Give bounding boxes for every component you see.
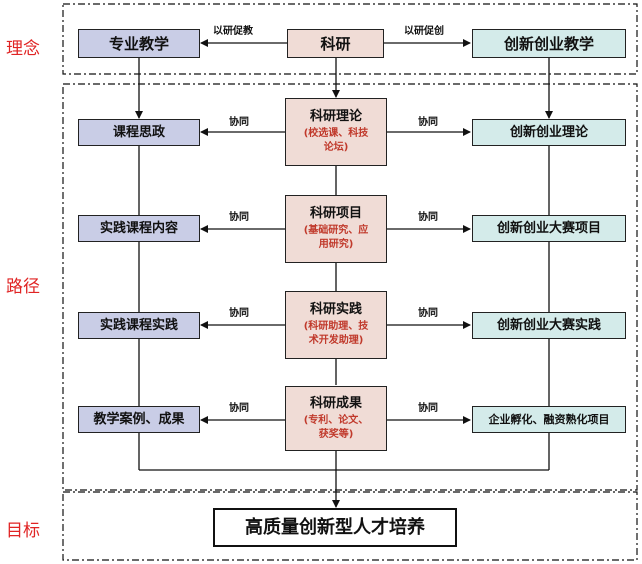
left-item-3: 实践课程实践 bbox=[78, 312, 200, 339]
center-item-1: 科研理论 (校选课、科技 论坛) bbox=[285, 98, 387, 166]
box-subtitle: 论坛) bbox=[323, 142, 349, 153]
goal-box: 高质量创新型人才培养 bbox=[213, 508, 457, 547]
box-label: 创新创业大赛实践 bbox=[496, 317, 601, 333]
box-label: 教学案例、成果 bbox=[93, 411, 185, 427]
arrow-label-teaching: 以研促教 bbox=[213, 26, 253, 37]
box-title: 科研项目 bbox=[309, 206, 362, 221]
zone-label-concept: 理念 bbox=[6, 39, 40, 59]
box-label: 专业教学 bbox=[108, 34, 169, 53]
collab-label-right-3: 协同 bbox=[418, 308, 438, 319]
path-zone-frame bbox=[62, 83, 638, 491]
left-item-1: 课程思政 bbox=[78, 119, 200, 146]
zone-label-path: 路径 bbox=[6, 277, 40, 297]
box-subtitle: (专利、论文、 bbox=[303, 414, 369, 426]
box-label: 创新创业大赛项目 bbox=[496, 220, 601, 236]
box-subtitle: 获奖等) bbox=[318, 428, 354, 440]
left-item-4: 教学案例、成果 bbox=[78, 406, 200, 433]
box-label: 课程思政 bbox=[112, 124, 165, 140]
box-title: 科研实践 bbox=[309, 302, 362, 317]
collab-label-right-4: 协同 bbox=[418, 403, 438, 414]
box-title: 科研理论 bbox=[309, 109, 362, 124]
box-label: 实践课程内容 bbox=[99, 220, 178, 236]
box-label: 企业孵化、融资熟化项目 bbox=[488, 412, 610, 426]
arrow-label-innovation: 以研促创 bbox=[404, 26, 444, 37]
box-research: 科研 bbox=[287, 29, 384, 58]
center-item-2: 科研项目 (基础研究、应 用研究) bbox=[285, 195, 387, 263]
box-subtitle: (校选课、科技 bbox=[303, 128, 369, 139]
collab-label-left-3: 协同 bbox=[229, 308, 249, 319]
box-subtitle: 用研究) bbox=[318, 239, 354, 250]
center-item-3: 科研实践 (科研助理、技 术开发助理) bbox=[285, 291, 387, 359]
box-professional-teaching: 专业教学 bbox=[78, 29, 200, 58]
concept-zone-frame bbox=[62, 3, 638, 75]
right-item-2: 创新创业大赛项目 bbox=[472, 215, 626, 242]
collab-label-left-4: 协同 bbox=[229, 403, 249, 414]
box-label: 创新创业理论 bbox=[509, 124, 588, 140]
right-item-1: 创新创业理论 bbox=[472, 119, 626, 146]
goal-label: 高质量创新型人才培养 bbox=[245, 516, 425, 538]
collab-label-right-2: 协同 bbox=[418, 212, 438, 223]
box-label: 实践课程实践 bbox=[99, 317, 178, 333]
box-title: 科研成果 bbox=[309, 395, 362, 411]
box-subtitle: (科研助理、技 bbox=[303, 321, 369, 332]
zone-label-goal: 目标 bbox=[6, 521, 40, 541]
collab-label-left-1: 协同 bbox=[229, 117, 249, 128]
right-item-4: 企业孵化、融资熟化项目 bbox=[472, 406, 626, 433]
collab-label-left-2: 协同 bbox=[229, 212, 249, 223]
box-subtitle: 术开发助理) bbox=[308, 335, 364, 346]
left-item-2: 实践课程内容 bbox=[78, 215, 200, 242]
box-label: 创新创业教学 bbox=[503, 34, 594, 53]
goal-zone-frame bbox=[62, 491, 638, 561]
box-subtitle: (基础研究、应 bbox=[303, 225, 369, 236]
box-label: 科研 bbox=[320, 34, 351, 53]
center-item-4: 科研成果 (专利、论文、 获奖等) bbox=[285, 386, 387, 451]
right-item-3: 创新创业大赛实践 bbox=[472, 312, 626, 339]
box-innovation-teaching: 创新创业教学 bbox=[472, 29, 626, 58]
collab-label-right-1: 协同 bbox=[418, 117, 438, 128]
